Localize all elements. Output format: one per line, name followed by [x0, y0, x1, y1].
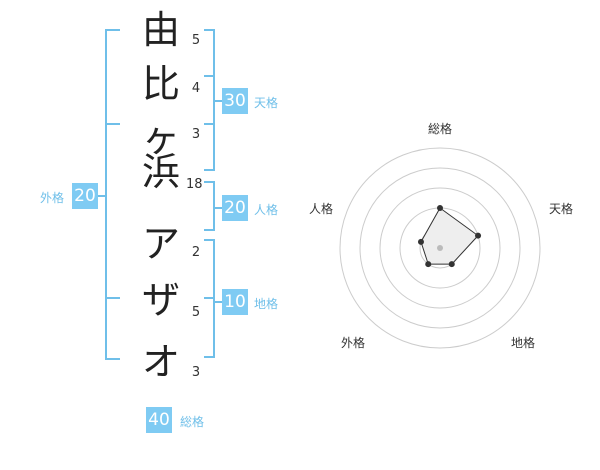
radar-point	[475, 232, 482, 239]
soukaku-value: 40	[146, 407, 172, 433]
chikaku-value: 10	[222, 289, 248, 315]
radar-ring	[359, 167, 521, 329]
stroke-count: 18	[186, 177, 203, 192]
tenkaku-value: 30	[222, 88, 248, 114]
gaikaku-value: 20	[72, 183, 98, 209]
gaikaku-bracket	[105, 29, 120, 360]
jinkaku-label: 人格	[254, 203, 279, 217]
stroke-count: 2	[191, 245, 201, 260]
stroke-count: 3	[191, 365, 201, 380]
name-char: ザ	[141, 278, 180, 322]
radar-polygon	[420, 207, 479, 265]
stroke-count: 5	[191, 305, 201, 320]
radar-point	[448, 261, 455, 268]
name-char: 浜	[141, 150, 180, 194]
radar-ring	[339, 147, 541, 349]
soukaku-label: 総格	[180, 415, 205, 429]
radar-ring	[379, 187, 501, 309]
name-char: ヶ	[141, 116, 180, 160]
radar-axis-label: 天格	[549, 202, 574, 216]
radar-axis-label: 人格	[309, 202, 334, 216]
stroke-count: 3	[191, 127, 201, 142]
radar-point	[425, 261, 432, 268]
radar-axis-label: 総格	[428, 122, 453, 136]
name-char: 比	[141, 62, 180, 106]
radar-point	[417, 238, 424, 245]
gaikaku-label: 外格	[40, 191, 65, 205]
stroke-count: 5	[191, 33, 201, 48]
name-char: オ	[141, 340, 180, 384]
radar-point	[437, 205, 443, 211]
name-char: ア	[141, 222, 180, 266]
name-char: 由	[141, 8, 180, 52]
radar-axis-label: 地格	[511, 336, 536, 350]
jinkaku-value: 20	[222, 195, 248, 221]
radar-center	[437, 245, 443, 251]
chikaku-label: 地格	[254, 297, 279, 311]
radar-axis-label: 外格	[341, 336, 366, 350]
jinkaku-bracket	[204, 181, 215, 231]
tenkaku-label: 天格	[254, 96, 279, 110]
stroke-count: 4	[191, 81, 201, 96]
